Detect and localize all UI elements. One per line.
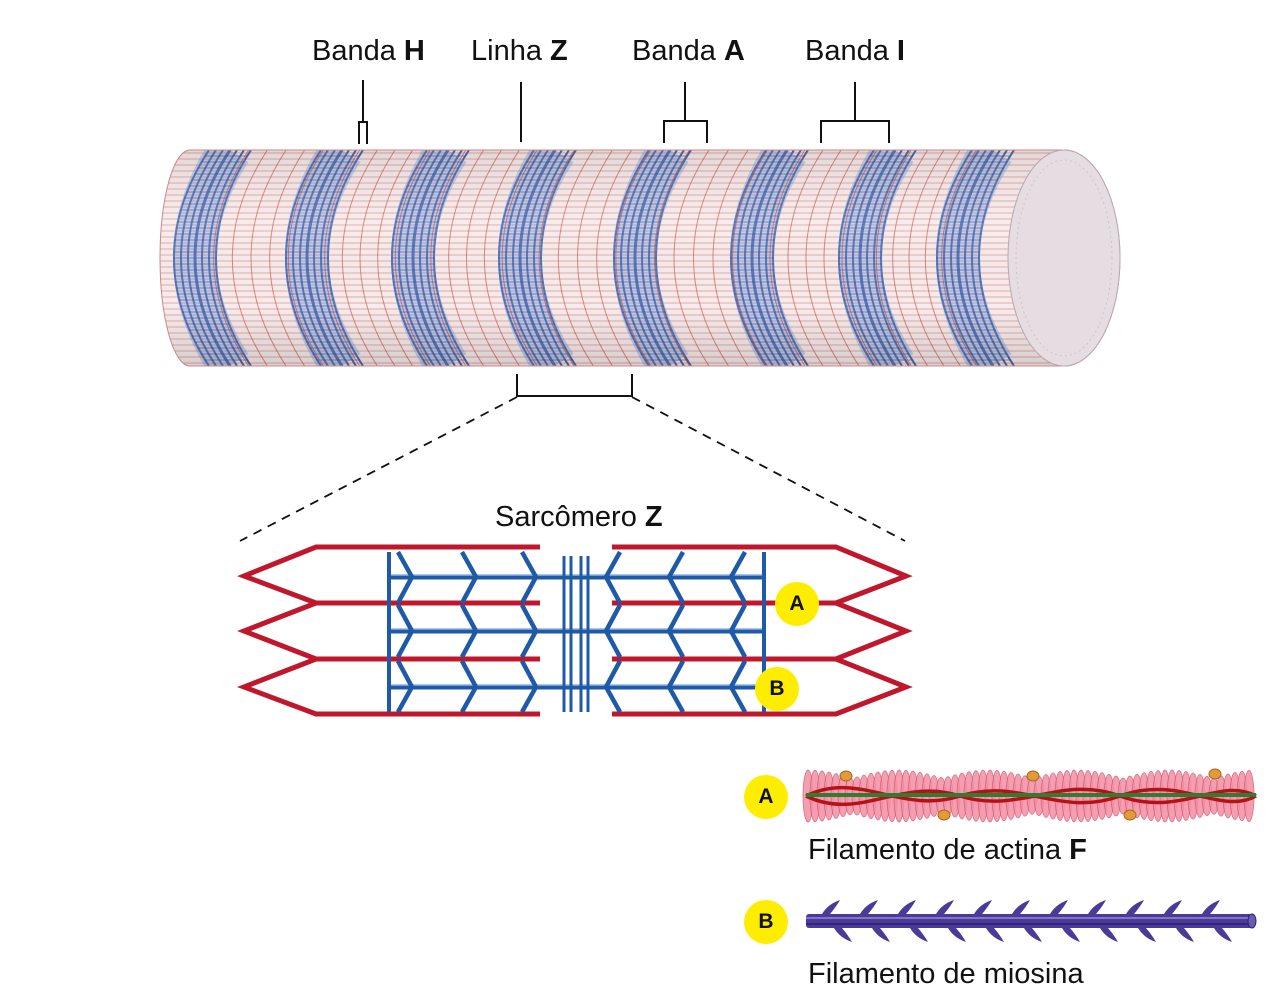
label-banda-i: Banda I: [805, 35, 905, 67]
label-brackets: [358, 80, 890, 397]
label-filamento-actina: Filamento de actina F: [808, 834, 1087, 866]
badge-b-legend: B: [744, 900, 788, 944]
actin-filament-illustration: [802, 768, 1257, 823]
label-linha-z: Linha Z: [471, 35, 568, 67]
label-banda-h: Banda H: [312, 35, 425, 67]
label-filamento-miosina: Filamento de miosina: [808, 958, 1084, 990]
badge-a-legend: A: [744, 775, 788, 819]
m-line: [562, 556, 590, 712]
label-banda-a: Banda A: [632, 35, 745, 67]
myosin-filament-illustration: [806, 900, 1257, 942]
badge-b-sarcomere: B: [755, 667, 799, 711]
fiber-cross-section: [1007, 149, 1121, 367]
muscle-fiber-cylinder: [159, 149, 1121, 367]
label-sarcomero: Sarcômero Z: [495, 501, 663, 533]
zoom-lines: [239, 396, 906, 542]
badge-a-sarcomere: A: [775, 582, 819, 626]
myosin-filaments: [387, 550, 766, 714]
sarcomere-schematic: [236, 544, 913, 717]
